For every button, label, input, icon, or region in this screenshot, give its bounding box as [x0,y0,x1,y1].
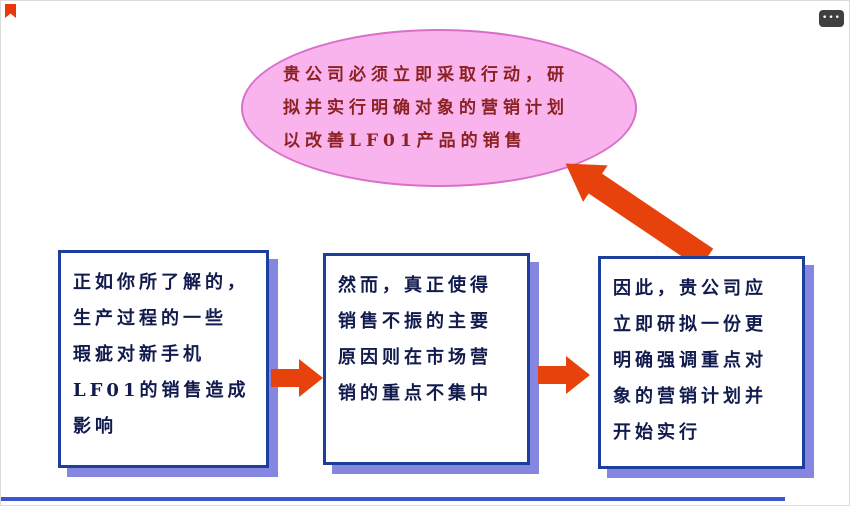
ellipse-text-line: 以改善LF01产品的销售 [283,130,527,151]
arrow-head [299,359,323,397]
flow-box-cause: 然而，真正使得 销售不振的主要 原因则在市场营 销的重点不集中 [323,253,530,465]
flow-box-problem: 正如你所了解的， 生产过程的一些 瑕疵对新手机 LF01的销售造成 影响 [58,250,269,468]
ellipsis-icon: ••• [822,13,841,23]
arrow-box2-to-box3 [538,356,590,394]
conclusion-ellipse: 贵公司必须立即采取行动，研 拟并实行明确对象的营销计划 以改善LF01产品的销售 [241,29,637,187]
arrow-head [566,356,590,394]
box-text-line: 瑕疵对新手机 [73,344,205,365]
box-text-line: 立即研拟一份更 [613,314,767,335]
box-text-line: 开始实行 [613,422,701,443]
box-text-line: 影响 [73,416,117,437]
box-text-line: 明确强调重点对 [613,350,767,371]
ellipse-text-line: 拟并实行明确对象的营销计划 [283,97,569,118]
bottom-rule [1,497,785,501]
box-text-line: 因此，贵公司应 [613,278,767,299]
more-options-button[interactable]: ••• [819,10,844,27]
box-text-line: 生产过程的一些 [73,308,227,329]
box-text-line: 正如你所了解的， [73,272,249,293]
arrow-body [587,172,714,269]
ellipse-text-line: 贵公司必须立即采取行动，研 [283,64,569,85]
arrow-body [538,366,566,384]
box-text-line: 销售不振的主要 [338,311,492,332]
box-text-line: 销的重点不集中 [338,383,492,404]
arrow-body [271,369,299,387]
box-text-line: LF01的销售造成 [73,380,250,401]
box-text-line: 然而，真正使得 [338,275,492,296]
arrow-box1-to-box2 [271,359,323,397]
flow-box-solution: 因此，贵公司应 立即研拟一份更 明确强调重点对 象的营销计划并 开始实行 [598,256,805,469]
box-text-line: 象的营销计划并 [613,386,767,407]
corner-flag-icon [5,4,16,18]
box-text-line: 原因则在市场营 [338,347,492,368]
